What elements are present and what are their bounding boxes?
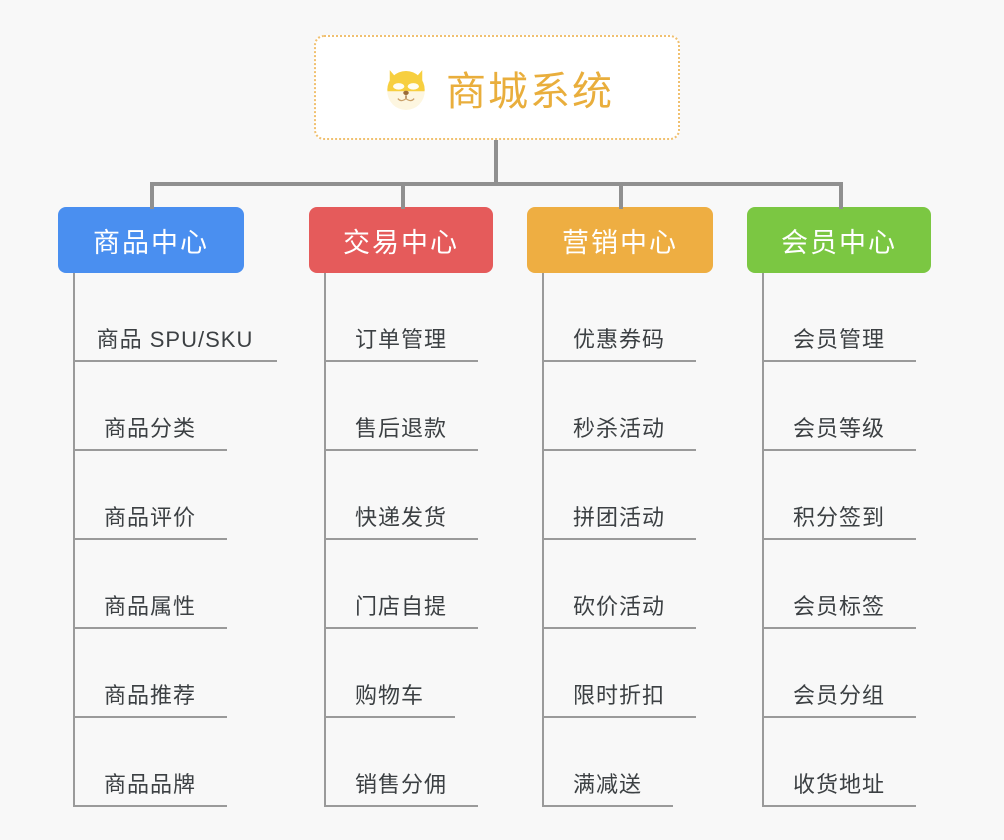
leaf-label: 会员标签	[792, 594, 885, 619]
connector-drop-member-center	[839, 182, 843, 209]
leaf-list-member-center: 会员管理会员等级积分签到会员标签会员分组收货地址	[747, 273, 931, 807]
connector-stem	[494, 140, 498, 184]
leaf-item[interactable]: 砍价活动	[542, 540, 696, 629]
leaf-item[interactable]: 商品 SPU/SKU	[73, 273, 277, 362]
leaf-label: 限时折扣	[572, 683, 665, 708]
column-member-center: 会员中心会员管理会员等级积分签到会员标签会员分组收货地址	[747, 207, 931, 807]
column-product-center: 商品中心商品 SPU/SKU 商品分类商品评价商品属性商品推荐商品品牌	[58, 207, 277, 807]
dog-face-icon	[380, 62, 432, 114]
leaf-label: 销售分佣	[354, 772, 447, 797]
leaf-label: 售后退款	[354, 416, 447, 441]
leaf-item[interactable]: 销售分佣	[324, 718, 478, 807]
leaf-item[interactable]: 会员等级	[762, 362, 916, 451]
leaf-label: 订单管理	[354, 327, 447, 352]
root-node[interactable]: 商城系统	[314, 35, 680, 140]
connector-drop-marketing-center	[619, 182, 623, 209]
root-title: 商城系统	[446, 69, 614, 114]
leaf-label: 门店自提	[354, 594, 447, 619]
leaf-item[interactable]: 会员标签	[762, 540, 916, 629]
leaf-label: 商品分类	[103, 416, 196, 441]
connector-drop-trade-center	[401, 182, 405, 209]
leaf-item[interactable]: 门店自提	[324, 540, 478, 629]
leaf-label: 商品推荐	[103, 683, 196, 708]
leaf-item[interactable]: 收货地址	[762, 718, 916, 807]
category-label: 营销中心	[562, 227, 678, 258]
category-label: 会员中心	[781, 227, 897, 258]
leaf-label: 砍价活动	[572, 594, 665, 619]
leaf-label: 拼团活动	[572, 505, 665, 530]
category-box-marketing-center[interactable]: 营销中心	[527, 207, 713, 273]
leaf-label: 优惠券码	[572, 327, 665, 352]
category-box-product-center[interactable]: 商品中心	[58, 207, 244, 273]
leaf-list-marketing-center: 优惠券码秒杀活动拼团活动砍价活动限时折扣满减送	[527, 273, 713, 807]
leaf-item[interactable]: 满减送	[542, 718, 673, 807]
leaf-label: 商品属性	[103, 594, 196, 619]
category-box-member-center[interactable]: 会员中心	[747, 207, 931, 273]
leaf-spine	[324, 273, 326, 807]
leaf-label: 购物车	[354, 683, 424, 708]
leaf-label: 积分签到	[792, 505, 885, 530]
leaf-label: 会员等级	[792, 416, 885, 441]
leaf-item[interactable]: 拼团活动	[542, 451, 696, 540]
connector-drop-product-center	[150, 182, 154, 209]
leaf-label: 快递发货	[354, 505, 447, 530]
leaf-item[interactable]: 会员管理	[762, 273, 916, 362]
leaf-item[interactable]: 秒杀活动	[542, 362, 696, 451]
leaf-label: 商品 SPU/SKU	[96, 327, 254, 352]
leaf-spine	[542, 273, 544, 807]
connector-bar	[150, 182, 842, 186]
leaf-item[interactable]: 优惠券码	[542, 273, 696, 362]
leaf-item[interactable]: 积分签到	[762, 451, 916, 540]
leaf-item[interactable]: 订单管理	[324, 273, 478, 362]
column-trade-center: 交易中心订单管理售后退款快递发货门店自提购物车销售分佣	[309, 207, 493, 807]
leaf-item[interactable]: 会员分组	[762, 629, 916, 718]
leaf-label: 商品评价	[103, 505, 196, 530]
category-box-trade-center[interactable]: 交易中心	[309, 207, 493, 273]
column-marketing-center: 营销中心优惠券码秒杀活动拼团活动砍价活动限时折扣满减送	[527, 207, 713, 807]
leaf-label: 收货地址	[792, 772, 885, 797]
leaf-spine	[73, 273, 75, 807]
leaf-label: 满减送	[572, 772, 642, 797]
leaf-label: 会员分组	[792, 683, 885, 708]
leaf-item[interactable]: 限时折扣	[542, 629, 696, 718]
leaf-item[interactable]: 售后退款	[324, 362, 478, 451]
category-label: 交易中心	[343, 227, 459, 258]
leaf-label: 秒杀活动	[572, 416, 665, 441]
category-label: 商品中心	[93, 227, 209, 258]
leaf-item[interactable]: 购物车	[324, 629, 455, 718]
leaf-label: 商品品牌	[103, 772, 196, 797]
leaf-list-trade-center: 订单管理售后退款快递发货门店自提购物车销售分佣	[309, 273, 493, 807]
leaf-item[interactable]: 商品品牌	[73, 718, 227, 807]
leaf-item[interactable]: 商品属性	[73, 540, 227, 629]
leaf-item[interactable]: 快递发货	[324, 451, 478, 540]
leaf-item[interactable]: 商品评价	[73, 451, 227, 540]
leaf-item[interactable]: 商品推荐	[73, 629, 227, 718]
leaf-item[interactable]: 商品分类	[73, 362, 227, 451]
leaf-label: 会员管理	[792, 327, 885, 352]
leaf-spine	[762, 273, 764, 807]
leaf-list-product-center: 商品 SPU/SKU 商品分类商品评价商品属性商品推荐商品品牌	[58, 273, 277, 807]
